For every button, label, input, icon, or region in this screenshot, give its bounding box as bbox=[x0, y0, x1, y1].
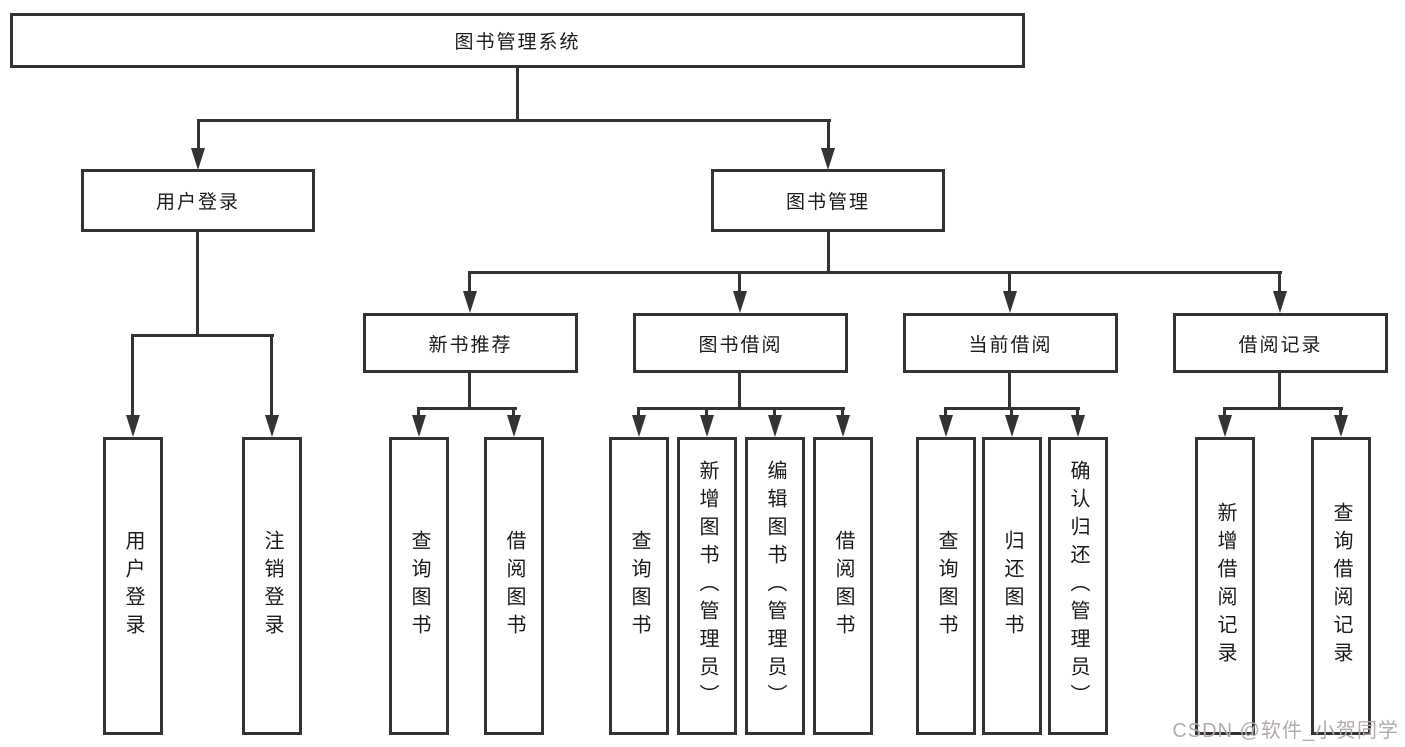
connector-leaf-drop bbox=[1223, 407, 1226, 417]
connector-group4-stem bbox=[1278, 373, 1281, 409]
connector-root-stem bbox=[516, 68, 519, 121]
arrow-down-icon bbox=[507, 415, 521, 437]
connector-group2-bus bbox=[637, 407, 845, 410]
connector-group4-bus bbox=[1223, 407, 1343, 410]
connector-book-mgmt-stem bbox=[827, 232, 830, 274]
connector-drop-login-leaf bbox=[131, 334, 134, 415]
arrow-down-icon bbox=[1334, 415, 1348, 437]
connector-group2-stem bbox=[738, 373, 741, 409]
leaf-label: 注销登录 bbox=[261, 530, 283, 642]
connector-user-login-stem bbox=[196, 232, 199, 337]
leaf-label: 查询图书 bbox=[408, 530, 430, 642]
connector-group3-stem bbox=[1008, 373, 1011, 409]
leaf-label: 确认归还（管理员） bbox=[1067, 460, 1089, 712]
connector-leaf-drop bbox=[1076, 407, 1079, 417]
arrow-down-icon bbox=[1071, 415, 1085, 437]
arrow-down-icon bbox=[1003, 291, 1017, 313]
connector-drop-borrow-records bbox=[1278, 271, 1281, 293]
connector-leaf-drop bbox=[512, 407, 515, 417]
connector-drop-book-mgmt bbox=[827, 119, 830, 150]
arrow-down-icon bbox=[836, 415, 850, 437]
leaf-query-books-current: 查询图书 bbox=[916, 437, 976, 735]
node-user-login: 用户登录 bbox=[81, 169, 315, 232]
arrow-down-icon bbox=[126, 415, 140, 437]
leaf-label: 借阅图书 bbox=[503, 530, 525, 642]
leaf-label: 归还图书 bbox=[1001, 530, 1023, 642]
arrow-down-icon bbox=[463, 291, 477, 313]
leaf-user-login: 用户登录 bbox=[103, 437, 163, 735]
connector-level3-bus bbox=[468, 271, 1282, 274]
arrow-down-icon bbox=[412, 415, 426, 437]
arrow-down-icon bbox=[821, 148, 835, 170]
arrow-down-icon bbox=[632, 415, 646, 437]
leaf-confirm-return-admin: 确认归还（管理员） bbox=[1048, 437, 1108, 735]
csdn-watermark: CSDN @软件_小贺同学 bbox=[1172, 720, 1399, 742]
leaf-borrow-books: 借阅图书 bbox=[813, 437, 873, 735]
arrow-down-icon bbox=[768, 415, 782, 437]
leaf-add-books-admin: 新增图书（管理员） bbox=[677, 437, 737, 735]
node-borrowing-records: 借阅记录 bbox=[1173, 313, 1388, 373]
leaf-label: 编辑图书（管理员） bbox=[764, 460, 786, 712]
leaf-label: 借阅图书 bbox=[832, 530, 854, 642]
leaf-label: 查询图书 bbox=[935, 530, 957, 642]
connector-leaf-drop bbox=[773, 407, 776, 417]
leaf-borrow-books-recommend: 借阅图书 bbox=[484, 437, 544, 735]
arrow-down-icon bbox=[1218, 415, 1232, 437]
connector-leaf-drop bbox=[637, 407, 640, 417]
connector-group1-stem bbox=[468, 373, 471, 409]
connector-user-login-bus bbox=[131, 334, 274, 337]
node-book-management: 图书管理 bbox=[711, 169, 945, 232]
leaf-edit-books-admin: 编辑图书（管理员） bbox=[745, 437, 805, 735]
arrow-down-icon bbox=[700, 415, 714, 437]
leaf-label: 新增图书（管理员） bbox=[696, 460, 718, 712]
connector-drop-current-borrow bbox=[1008, 271, 1011, 293]
leaf-query-books-borrow: 查询图书 bbox=[609, 437, 669, 735]
connector-leaf-drop bbox=[841, 407, 844, 417]
leaf-label: 用户登录 bbox=[122, 530, 144, 642]
leaf-query-borrow-record: 查询借阅记录 bbox=[1311, 437, 1371, 735]
node-library-management-system: 图书管理系统 bbox=[10, 13, 1025, 68]
arrow-down-icon bbox=[733, 291, 747, 313]
connector-leaf-drop bbox=[705, 407, 708, 417]
connector-level2-bus bbox=[197, 119, 831, 122]
leaf-label: 查询图书 bbox=[628, 530, 650, 642]
arrow-down-icon bbox=[1273, 291, 1287, 313]
leaf-label: 新增借阅记录 bbox=[1214, 502, 1236, 670]
node-new-book-recommendation: 新书推荐 bbox=[363, 313, 578, 373]
arrow-down-icon bbox=[939, 415, 953, 437]
leaf-logout: 注销登录 bbox=[242, 437, 302, 735]
arrow-down-icon bbox=[265, 415, 279, 437]
leaf-add-borrow-record: 新增借阅记录 bbox=[1195, 437, 1255, 735]
node-current-borrowing: 当前借阅 bbox=[903, 313, 1118, 373]
leaf-label: 查询借阅记录 bbox=[1330, 502, 1352, 670]
node-book-borrowing: 图书借阅 bbox=[633, 313, 848, 373]
arrow-down-icon bbox=[1005, 415, 1019, 437]
connector-leaf-drop bbox=[944, 407, 947, 417]
connector-drop-book-borrow bbox=[738, 271, 741, 293]
connector-leaf-drop bbox=[1010, 407, 1013, 417]
connector-leaf-drop bbox=[1339, 407, 1342, 417]
connector-group1-bus bbox=[417, 407, 517, 410]
connector-leaf-drop bbox=[417, 407, 420, 417]
connector-drop-new-book-rec bbox=[468, 271, 471, 293]
connector-drop-logout-leaf bbox=[270, 334, 273, 415]
arrow-down-icon bbox=[191, 148, 205, 170]
leaf-query-books-recommend: 查询图书 bbox=[389, 437, 449, 735]
connector-drop-user-login bbox=[197, 119, 200, 150]
leaf-return-books: 归还图书 bbox=[982, 437, 1042, 735]
